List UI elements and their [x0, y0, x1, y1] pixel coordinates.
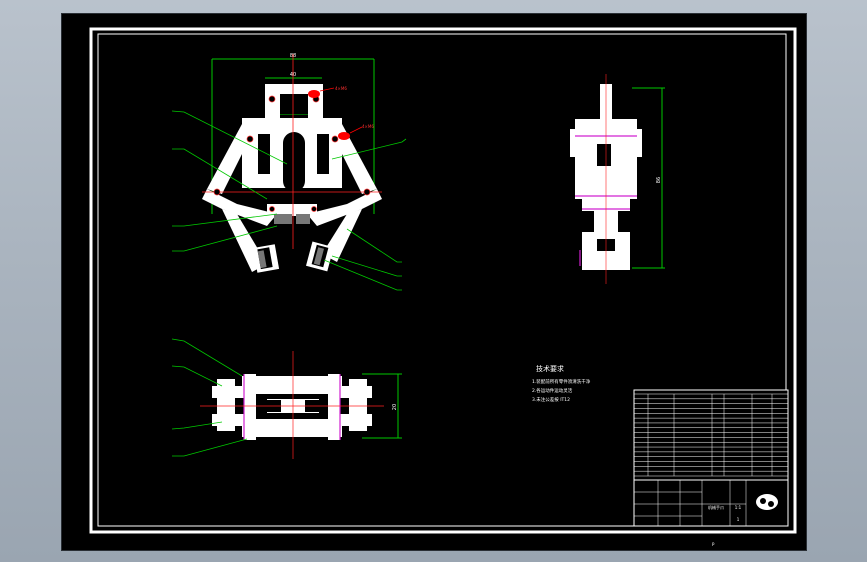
- notes-line-2: 2.各运动件运动灵活: [532, 387, 573, 394]
- drawing-scale: 1:1: [735, 505, 742, 510]
- top-bolts: [243, 374, 341, 440]
- dim-top-height: 20: [392, 404, 398, 410]
- top-view: 20: [171, 338, 402, 459]
- logo-mark: [756, 494, 778, 510]
- drawing-sheet: 1: [737, 517, 740, 522]
- cad-viewport[interactable]: 88 40 25: [61, 13, 807, 551]
- drawing-name: 机械手爪: [708, 504, 724, 510]
- sheet-outer-border: [89, 27, 797, 534]
- technical-notes: 技术要求 1.装配前所有零件须清洗干净 2.各运动件运动灵活 3.未注公差按 I…: [532, 364, 591, 403]
- notes-line-1: 1.装配前所有零件须清洗干净: [532, 378, 591, 385]
- notes-title: 技术要求: [536, 364, 564, 373]
- annotation-marker-2: [338, 132, 350, 140]
- annotation-marker-1: [308, 90, 320, 98]
- cad-drawing: 88 40 25: [89, 27, 797, 547]
- title-block: 机械手爪 1:1 1: [633, 389, 789, 527]
- notes-line-3: 3.未注公差按 IT12: [532, 396, 570, 403]
- front-view: 88 40 25: [171, 53, 407, 291]
- leader-lines-top: [171, 338, 248, 457]
- side-view: 86: [570, 74, 665, 284]
- annotation-label-1: 4×M6: [335, 86, 347, 91]
- footer-mark: P: [712, 542, 715, 547]
- dim-side-height: 86: [656, 177, 662, 183]
- leader-lines-front: [171, 110, 407, 291]
- annotation-label-2: 4×M6: [362, 124, 374, 129]
- sheet-inner-border: [97, 33, 787, 527]
